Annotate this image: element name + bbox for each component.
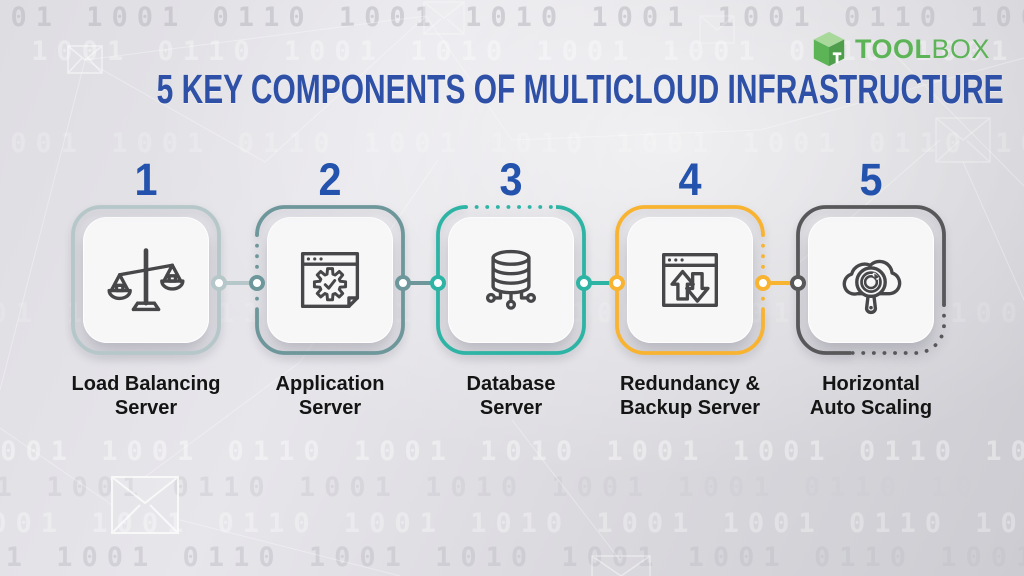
card-outline [436,205,586,355]
component-label-line1: Database [466,373,556,395]
component-card [796,205,946,355]
component-label-line2: Server [479,397,543,420]
connector-line [403,281,438,285]
cloud-search-refresh-icon [842,259,902,315]
connector-ring [395,275,411,291]
icon-panel [627,217,753,343]
step-number: 2 [318,154,342,205]
component-label: Application Server [224,372,436,421]
component-item-application-server: 2 Application Server [255,154,405,445]
card-outline [796,205,946,355]
connector-ring [211,275,227,291]
balance-scale-icon [107,248,185,312]
component-card [255,205,405,355]
card-outline [255,205,405,355]
toolbox-logo: TOOLBOX [810,30,990,68]
icon-panel [83,217,209,343]
connector-ring [430,275,446,291]
component-label-line2: Auto Scaling [809,397,933,420]
component-label-line2: Server [298,397,362,420]
component-item-load-balancing-server: 1 Load Balancing Se [71,154,221,445]
connector-ring [249,275,265,291]
step-number: 4 [678,154,702,205]
component-label-line1: Horizontal [822,373,920,395]
logo-text-light: BOX [931,34,990,64]
page-title: 5 KEY COMPONENTS OF MULTICLOUD INFRASTRU… [156,66,1004,112]
app-window-gear-icon [300,252,360,308]
component-label: Database Server [405,372,617,421]
connector-line [584,281,617,285]
step-number: 1 [134,154,158,205]
window-sync-arrows-icon [662,253,718,307]
card-outline [71,205,221,355]
logo-text-bold: TOOL [854,34,932,64]
envelope-icon [67,1,991,576]
database-network-icon [485,249,537,310]
component-item-horizontal-auto-scaling: 5 Horizontal Auto Sca [796,154,946,445]
component-card [436,205,586,355]
component-label-line1: Application [275,373,385,395]
connector-ring [609,275,625,291]
card-outline [615,205,765,355]
connector-line [763,281,798,285]
component-label-line2: Server [114,397,178,420]
component-label: Load Balancing Server [40,372,252,421]
component-label-line1: Load Balancing [71,373,221,395]
connector-ring [576,275,592,291]
component-card [71,205,221,355]
icon-panel [808,217,934,343]
connector-ring [790,275,806,291]
step-number: 3 [499,154,523,205]
connector-line [219,281,257,285]
page-title-wrap: 5 KEY COMPONENTS OF MULTICLOUD INFRASTRU… [0,66,1024,113]
component-item-redundancy-backup-server: 4 Redundancy & Backup Server [615,154,765,445]
component-label-line1: Redundancy & [619,373,761,395]
toolbox-wordmark: TOOLBOX [855,30,990,68]
icon-panel [267,217,393,343]
toolbox-cube-icon [813,31,845,67]
component-label-line2: Backup Server [619,397,761,420]
connector-ring [755,275,771,291]
step-number: 5 [859,154,883,205]
icon-panel [448,217,574,343]
component-label: Horizontal Auto Scaling [765,372,977,421]
component-card [615,205,765,355]
component-item-database-server: 3 Database Server [436,154,586,445]
component-label: Redundancy & Backup Server [584,372,796,421]
